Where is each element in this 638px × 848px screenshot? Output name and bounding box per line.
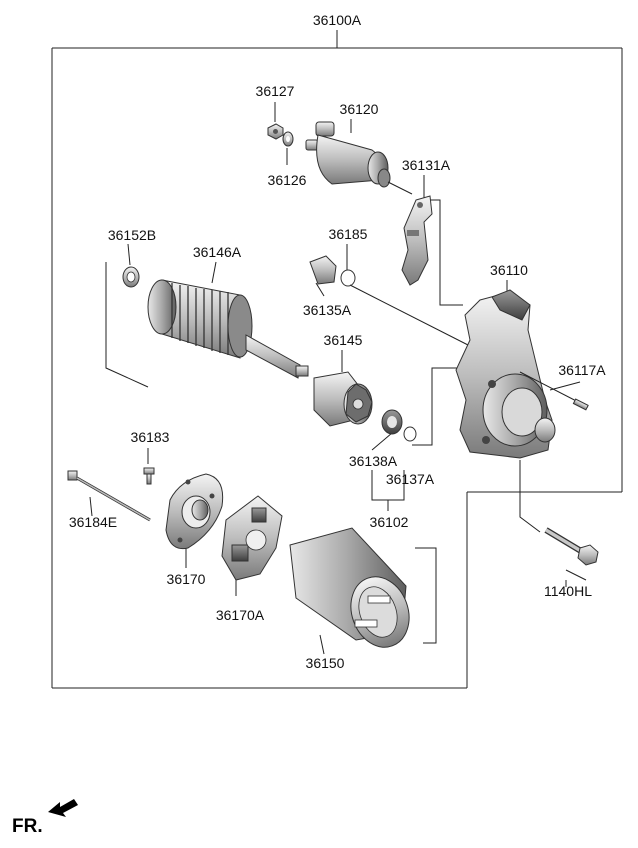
part-label-36170a: 36170A [216,607,265,623]
shift-lever-part [401,195,433,286]
assembly-label: 36100A [313,12,362,28]
part-label-36102: 36102 [370,514,409,530]
spring-ring-part [340,269,356,287]
part-label-36152b: 36152B [108,227,156,243]
leader-lines [89,102,587,655]
washer-36152b-part [122,266,140,288]
nut-36127-part [267,123,284,140]
part-label-36170: 36170 [167,571,206,587]
part-label-36185: 36185 [329,226,368,242]
part-labels: 36100A 36127 36120 36126 36131A 36152B 3… [12,12,606,837]
snap-ring-part [403,426,417,442]
part-label-36138a: 36138A [349,453,398,469]
assembly-frame [51,30,623,689]
part-label-36137a: 36137A [386,471,435,487]
stop-collar-part [381,409,403,435]
part-label-36126: 36126 [268,172,307,188]
pinion-gear-part [313,371,373,427]
armature-part [147,279,309,379]
front-direction-label: FR. [12,816,43,837]
front-housing-part [455,289,589,459]
part-label-36110: 36110 [490,262,528,278]
yoke-assembly-part [289,527,410,648]
front-arrow-icon [48,799,78,817]
part-label-36117a: 36117A [558,362,606,378]
part-label-36135a: 36135A [303,302,352,318]
part-label-36120: 36120 [340,101,379,117]
brush-holder-part [221,495,283,581]
part-label-36145: 36145 [324,332,363,348]
plunger-part [309,255,337,285]
part-label-36184e: 36184E [69,514,117,530]
part-label-36150: 36150 [306,655,345,671]
part-label-36131a: 36131A [402,157,451,173]
mounting-bolt-part [544,527,599,566]
solenoid-switch-part [305,121,413,195]
through-bolt-part [67,470,151,522]
washer-36126-part [282,131,294,147]
part-label-36183: 36183 [131,429,170,445]
part-label-36127: 36127 [256,83,295,99]
part-label-1140hl: 1140HL [544,583,592,599]
screw-36183-part [143,467,155,485]
part-label-36146a: 36146A [193,244,242,260]
rear-bracket-part [165,473,224,550]
